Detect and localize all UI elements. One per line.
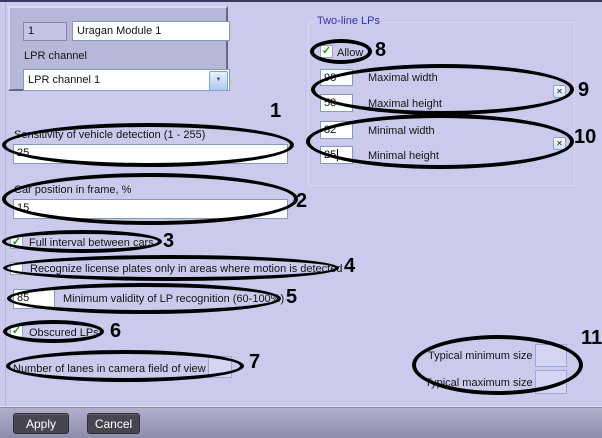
minimal-width-label: Minimal width <box>368 125 435 137</box>
typical-max-size-label: Typical maximum size <box>425 377 533 389</box>
maximal-width-label: Maximal width <box>368 72 438 84</box>
inner-frame-line <box>5 2 6 407</box>
lanes-input[interactable] <box>208 356 232 378</box>
annotation-number-2: 2 <box>296 190 308 212</box>
minimal-height-value: 25 <box>324 149 337 161</box>
annotation-number-11: 11 <box>581 327 602 349</box>
cancel-button[interactable]: Cancel <box>87 413 140 434</box>
lpr-channel-label: LPR channel <box>24 50 87 62</box>
lpr-channel-value: LPR channel 1 <box>28 74 101 86</box>
annotation-number-1: 1 <box>270 100 282 122</box>
full-interval-label: Full interval between cars <box>29 237 154 249</box>
check-icon: ✓ <box>11 236 22 248</box>
recognize-motion-label: Recognize license plates only in areas w… <box>30 263 343 275</box>
two-line-lps-group <box>308 22 575 186</box>
close-icon: ✕ <box>556 87 563 96</box>
annotation-number-9: 9 <box>578 79 590 101</box>
minimal-height-input[interactable]: 25 <box>320 146 353 164</box>
annotation-number-3: 3 <box>163 230 175 252</box>
annotation-number-10: 10 <box>574 126 597 148</box>
module-id-field[interactable]: 1 <box>23 22 67 41</box>
recognize-motion-checkbox[interactable] <box>10 262 23 275</box>
text-caret <box>337 149 339 162</box>
minimal-height-label: Minimal height <box>368 150 439 162</box>
lanes-label: Number of lanes in camera field of view <box>13 363 206 375</box>
minimal-width-input[interactable]: 32 <box>320 121 353 139</box>
annotation-number-4: 4 <box>344 255 356 277</box>
maximal-height-label: Maximal height <box>368 98 442 110</box>
sensitivity-label: Sensitivity of vehicle detection (1 - 25… <box>14 129 206 141</box>
annotation-number-5: 5 <box>286 286 298 308</box>
apply-button[interactable]: Apply <box>13 413 69 434</box>
obscured-lps-checkbox[interactable]: ✓ <box>10 325 23 338</box>
car-position-label: Car position in frame, % <box>14 184 132 196</box>
min-validity-input[interactable]: 85 <box>13 289 55 309</box>
maximal-height-input[interactable]: 58 <box>320 94 353 112</box>
maximal-size-clear-button[interactable]: ✕ <box>553 85 566 98</box>
footer-bar: Apply Cancel <box>0 407 602 438</box>
annotation-number-7: 7 <box>249 351 261 373</box>
minimal-size-clear-button[interactable]: ✕ <box>553 137 566 150</box>
obscured-lps-label: Obscured LPs <box>29 327 99 339</box>
chevron-down-icon[interactable]: ▼ <box>209 71 228 91</box>
annotation-number-6: 6 <box>110 320 122 342</box>
allow-label: Allow <box>337 47 364 59</box>
full-interval-checkbox[interactable]: ✓ <box>10 236 23 249</box>
typical-min-size-label: Typical minimum size <box>428 350 533 362</box>
typical-max-size-input[interactable] <box>535 370 567 394</box>
maximal-width-input[interactable]: 98 <box>320 69 353 86</box>
module-name-input[interactable]: Uragan Module 1 <box>72 21 230 41</box>
check-icon: ✓ <box>11 325 22 337</box>
lpr-channel-select[interactable]: LPR channel 1 ▼ <box>23 69 230 91</box>
check-icon: ✓ <box>321 45 332 57</box>
module-panel: 1 Uragan Module 1 LPR channel LPR channe… <box>8 6 230 91</box>
car-position-input[interactable]: 15 <box>13 199 288 219</box>
close-icon: ✕ <box>556 139 563 148</box>
typical-min-size-input[interactable] <box>535 344 567 367</box>
sensitivity-input[interactable]: 25 <box>13 144 288 164</box>
two-line-lps-title: Two-line LPs <box>314 15 383 27</box>
min-validity-label: Minimum validity of LP recognition (60-1… <box>63 293 285 305</box>
allow-checkbox[interactable]: ✓ <box>320 45 333 58</box>
